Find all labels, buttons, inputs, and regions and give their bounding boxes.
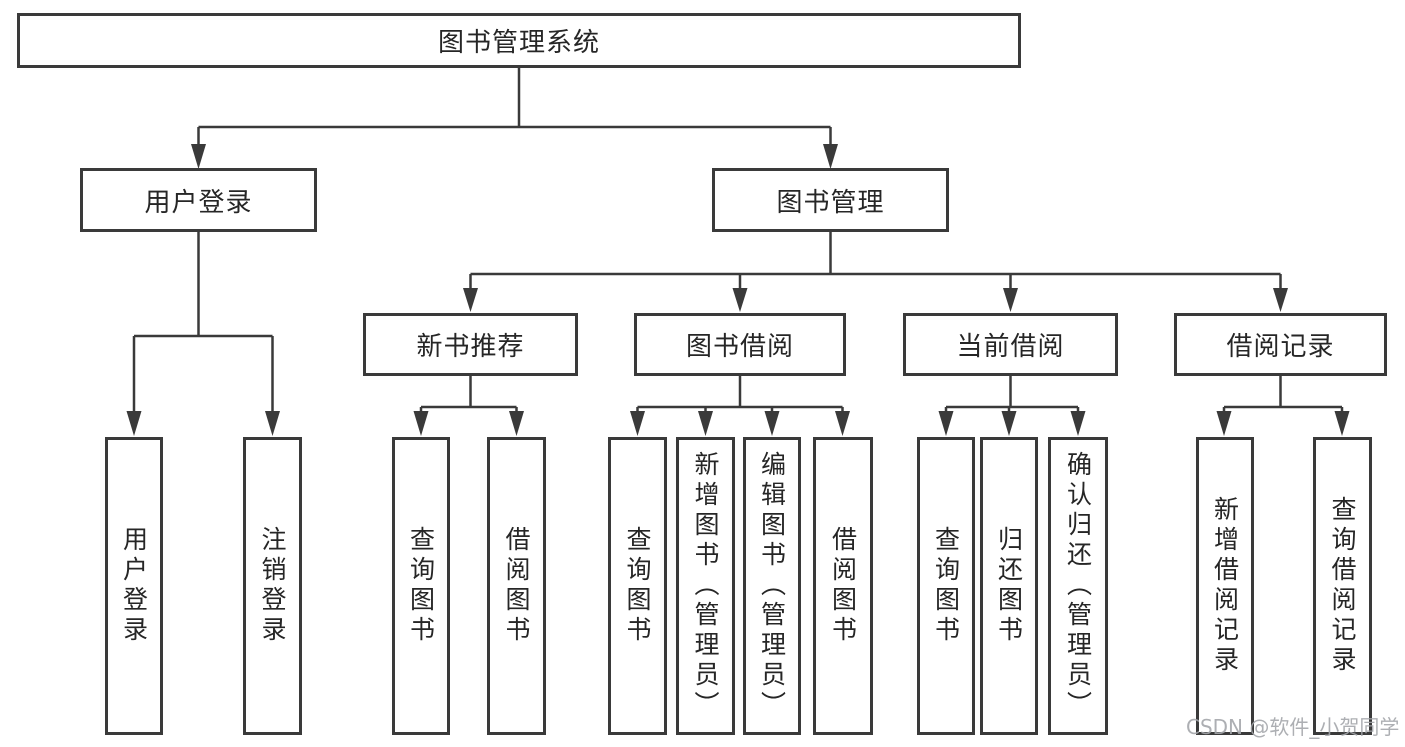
leaf-current-query-books-label: 查询图书 <box>931 526 961 646</box>
node-borrowing-records: 借阅记录 <box>1174 313 1387 376</box>
node-current-borrowing: 当前借阅 <box>903 313 1118 376</box>
connector-management-to-level3 <box>463 232 1288 312</box>
leaf-current-query-books: 查询图书 <box>917 437 975 735</box>
node-root-system-label: 图书管理系统 <box>437 28 600 58</box>
connector-current-to-leaves <box>938 376 1086 436</box>
connector-borrowing-to-leaves <box>630 376 850 436</box>
leaf-recommend-borrow-books: 借阅图书 <box>487 437 546 735</box>
node-current-borrowing-label: 当前借阅 <box>956 332 1065 362</box>
node-user-login: 用户登录 <box>80 168 317 232</box>
leaf-borrowing-query-books: 查询图书 <box>608 437 667 735</box>
leaf-records-add-record: 新增借阅记录 <box>1196 437 1254 735</box>
leaf-borrowing-edit-books-label: 编辑图书（管理员） <box>757 451 787 721</box>
leaf-records-query-record: 查询借阅记录 <box>1313 437 1372 735</box>
node-new-book-recommend-label: 新书推荐 <box>416 332 525 362</box>
leaf-borrowing-edit-books: 编辑图书（管理员） <box>743 437 801 735</box>
leaf-records-query-record-label: 查询借阅记录 <box>1328 496 1357 676</box>
leaf-current-return-books: 归还图书 <box>980 437 1038 735</box>
connector-records-to-leaves <box>1216 376 1350 436</box>
node-new-book-recommend: 新书推荐 <box>363 313 578 376</box>
node-book-management-label: 图书管理 <box>776 187 885 218</box>
leaf-recommend-borrow-books-label: 借阅图书 <box>502 526 531 646</box>
leaf-current-confirm-return: 确认归还（管理员） <box>1048 437 1108 735</box>
leaf-borrowing-borrow-books: 借阅图书 <box>813 437 873 735</box>
node-book-borrowing: 图书借阅 <box>634 313 846 376</box>
leaf-current-return-books-label: 归还图书 <box>994 526 1024 646</box>
connector-recommend-to-leaves <box>413 376 524 436</box>
node-book-borrowing-label: 图书借阅 <box>685 332 794 362</box>
connector-login-to-leaves <box>126 232 280 436</box>
leaf-user-login: 用户登录 <box>105 437 163 735</box>
leaf-borrowing-add-books-label: 新增图书（管理员） <box>691 451 720 721</box>
csdn-watermark: CSDN @软件_小贺同学 <box>1186 715 1400 739</box>
leaf-recommend-query-books: 查询图书 <box>392 437 450 735</box>
leaf-user-login-label: 用户登录 <box>119 526 149 646</box>
leaf-logout-label: 注销登录 <box>258 526 287 646</box>
leaf-records-add-record-label: 新增借阅记录 <box>1210 496 1240 676</box>
leaf-current-confirm-return-label: 确认归还（管理员） <box>1063 451 1093 721</box>
node-book-management: 图书管理 <box>712 168 949 232</box>
leaf-borrowing-add-books: 新增图书（管理员） <box>676 437 735 735</box>
node-root-system: 图书管理系统 <box>17 13 1021 68</box>
leaf-borrowing-query-books-label: 查询图书 <box>623 526 652 646</box>
leaf-borrowing-borrow-books-label: 借阅图书 <box>828 526 858 646</box>
leaf-recommend-query-books-label: 查询图书 <box>406 526 436 646</box>
connector-root-to-level2 <box>191 68 838 169</box>
node-user-login-label: 用户登录 <box>144 187 253 218</box>
leaf-logout: 注销登录 <box>243 437 302 735</box>
node-borrowing-records-label: 借阅记录 <box>1226 332 1335 362</box>
